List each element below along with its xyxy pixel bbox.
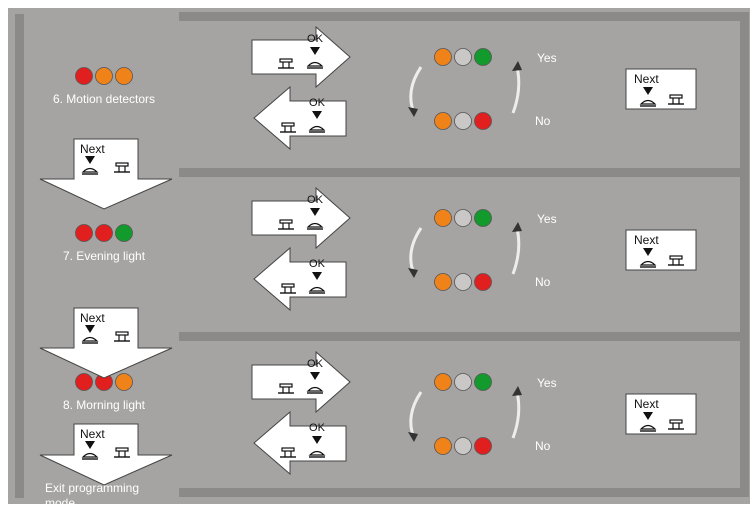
step-label: 8. Morning light (63, 398, 146, 412)
indicator-light (434, 437, 452, 455)
no-label: No (535, 275, 551, 289)
yes-label: Yes (537, 51, 557, 65)
next-button-box: Next (625, 393, 697, 435)
curved-arrow (409, 66, 423, 114)
no-label: No (535, 114, 551, 128)
indicator-light (434, 273, 452, 291)
indicator-light (115, 67, 133, 85)
step-item: 7. Evening light (63, 224, 146, 263)
indicator-light (454, 437, 472, 455)
curved-arrow (409, 227, 423, 275)
next-label: Next (634, 233, 659, 247)
indicator-light (95, 224, 113, 242)
back-arrow: OK (253, 85, 347, 151)
indicator-light (434, 373, 452, 391)
ok-label: OK (307, 194, 324, 206)
exit-label-line2: mode (45, 496, 75, 510)
yes-label: Yes (537, 212, 557, 226)
indicator-light (75, 67, 93, 85)
back-arrow: OK (253, 246, 347, 312)
indicator-light (474, 437, 492, 455)
next-button-box: Next (625, 229, 697, 271)
next-button-box: Next (625, 68, 697, 110)
next-label: Next (80, 142, 105, 156)
indicator-light (474, 209, 492, 227)
indicator-light (434, 112, 452, 130)
indicator-light (454, 209, 472, 227)
curved-arrow (511, 391, 521, 439)
down-arrow: Next (39, 307, 173, 379)
curved-arrow (511, 66, 521, 114)
indicator-light (474, 112, 492, 130)
step-label: 7. Evening light (63, 249, 146, 263)
next-label: Next (80, 427, 105, 441)
indicator-light (454, 273, 472, 291)
back-arrow: OK (253, 410, 347, 476)
light-states (434, 209, 492, 291)
exit-label-line1: Exit programming (45, 481, 139, 495)
ok-label: OK (309, 258, 326, 270)
step-item: 8. Morning light (63, 373, 146, 412)
curved-arrow (511, 227, 521, 275)
step-item: 6. Motion detectors (53, 67, 155, 106)
light-states (434, 48, 492, 130)
no-label: No (535, 439, 551, 453)
ok-label: OK (309, 97, 326, 109)
ok-label: OK (307, 33, 324, 45)
indicator-light (434, 209, 452, 227)
indicator-light (434, 48, 452, 66)
indicator-light (454, 48, 472, 66)
indicator-light (454, 373, 472, 391)
curved-arrow (409, 391, 423, 439)
next-label: Next (80, 311, 105, 325)
indicator-light (75, 224, 93, 242)
forward-arrow: OK (251, 350, 351, 414)
indicator-light (454, 112, 472, 130)
light-states (434, 373, 492, 455)
next-label: Next (634, 72, 659, 86)
down-arrow: Next (39, 138, 173, 210)
down-arrow: Next (39, 423, 173, 486)
indicator-light (474, 48, 492, 66)
next-label: Next (634, 397, 659, 411)
flow-frame (15, 12, 749, 498)
yes-label: Yes (537, 376, 557, 390)
indicator-light (115, 224, 133, 242)
ok-label: OK (307, 358, 324, 370)
indicator-light (95, 67, 113, 85)
indicator-light (75, 373, 93, 391)
ok-label: OK (309, 422, 326, 434)
forward-arrow: OK (251, 25, 351, 89)
step-label: 6. Motion detectors (53, 92, 155, 106)
indicator-light (115, 373, 133, 391)
forward-arrow: OK (251, 186, 351, 250)
indicator-light (474, 373, 492, 391)
indicator-light (474, 273, 492, 291)
